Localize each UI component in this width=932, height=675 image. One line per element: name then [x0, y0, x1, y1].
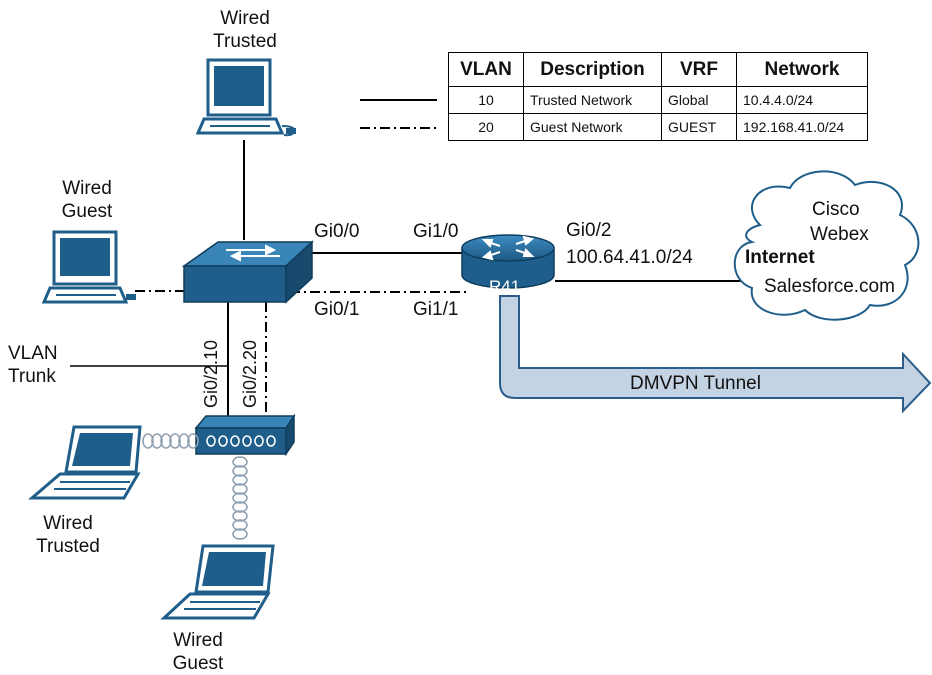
cloud-title: Internet — [745, 247, 815, 268]
cable-coil-vertical — [232, 456, 248, 540]
pc-left-label: Wired Guest — [47, 177, 127, 223]
laptop-bottom-label-line2: Guest — [172, 653, 224, 674]
cell-vrf: Global — [661, 86, 737, 114]
dmvpn-tunnel-arrow — [499, 295, 932, 414]
iface-gi01: Gi0/1 — [314, 299, 360, 320]
pc-top-label-line1: Wired — [220, 8, 270, 29]
table-row: 20 Guest Network GUEST 192.168.41.0/24 — [448, 113, 868, 141]
laptop-icon — [27, 425, 142, 500]
iface-gi10: Gi1/0 — [413, 221, 459, 242]
iface-gi00: Gi0/0 — [314, 221, 360, 242]
laptop-left-label-line2: Trusted — [36, 536, 100, 557]
iface-gi02: Gi0/2 — [566, 220, 612, 241]
cell-description: Guest Network — [523, 113, 662, 141]
cloud-line2: Webex — [810, 224, 869, 245]
cell-vrf: GUEST — [661, 113, 737, 141]
laptop-bottom-label: Wired Guest — [158, 629, 238, 675]
subif-210: Gi0/2.10 — [201, 339, 221, 408]
col-vlan: VLAN — [448, 52, 524, 87]
vlan-table: VLAN Description VRF Network 10 Trusted … — [448, 52, 868, 141]
pc-top-label-line2: Trusted — [213, 31, 277, 52]
col-description: Description — [523, 52, 662, 87]
access-switch-icon — [194, 413, 296, 457]
laptop-icon — [160, 544, 275, 620]
cloud-line1: Cisco — [812, 199, 860, 220]
cell-vlan: 20 — [448, 113, 524, 141]
pc-left-label-line1: Wired — [62, 178, 112, 199]
table-row: 10 Trusted Network Global 10.4.4.0/24 — [448, 86, 868, 114]
cloud-line3: Salesforce.com — [764, 276, 895, 297]
cell-description: Trusted Network — [523, 86, 662, 114]
desktop-pc-icon — [41, 230, 136, 304]
cell-vlan: 10 — [448, 86, 524, 114]
laptop-bottom-label-line1: Wired — [173, 630, 223, 651]
col-vrf: VRF — [661, 52, 737, 87]
iface-gi11: Gi1/1 — [413, 299, 459, 320]
internet-cloud — [733, 170, 920, 321]
router-icon — [461, 234, 555, 289]
laptop-left-label-line1: Wired — [43, 513, 93, 534]
pc-left-label-line2: Guest — [61, 201, 113, 222]
cell-network: 192.168.41.0/24 — [736, 113, 868, 141]
dmvpn-tunnel-label: DMVPN Tunnel — [630, 373, 761, 394]
vlan-table-header: VLAN Description VRF Network — [448, 52, 868, 87]
subif-220: Gi0/2.20 — [240, 339, 260, 408]
laptop-left-label: Wired Trusted — [28, 512, 108, 558]
vlan-trunk-label: VLAN Trunk — [8, 342, 58, 388]
cable-coil-horizontal — [142, 433, 199, 449]
desktop-pc-icon — [195, 58, 296, 137]
cell-network: 10.4.4.0/24 — [736, 86, 868, 114]
vlan-trunk-line2: Trunk — [8, 366, 56, 387]
wan-subnet: 100.64.41.0/24 — [566, 247, 693, 268]
col-network: Network — [736, 52, 868, 87]
switch-icon — [181, 240, 314, 304]
pc-top-label: Wired Trusted — [205, 7, 285, 53]
vlan-trunk-line1: VLAN — [8, 343, 58, 364]
router-name: R41 — [489, 277, 521, 296]
